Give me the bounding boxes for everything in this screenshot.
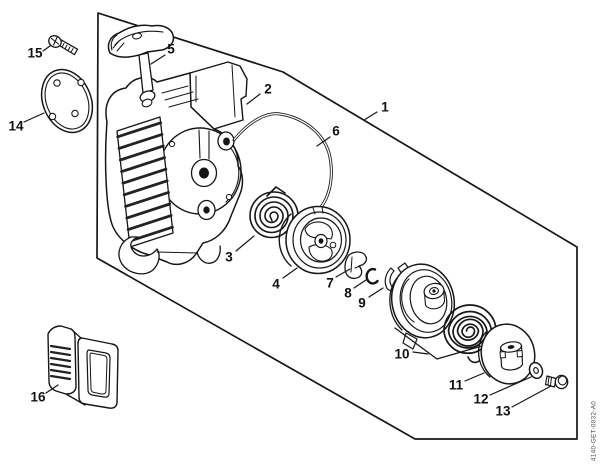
part-housing-2: [104, 61, 248, 275]
callout-9-leader: [368, 287, 384, 298]
callout-4-label: 4: [272, 277, 280, 292]
part-air-guide-16: [47, 325, 119, 409]
callout-11-label: 11: [449, 378, 464, 393]
callout-1-leader: [363, 111, 378, 121]
part-cover-disc-11: [477, 323, 536, 385]
part-cover-plate-14: [40, 68, 94, 134]
callout-7-label: 7: [326, 276, 334, 291]
callout-7-leader: [335, 268, 351, 278]
grille-slats: [116, 121, 174, 243]
part-starter-rope-6: [232, 112, 333, 209]
housing-grille: [116, 116, 174, 248]
callout-5-leader: [150, 54, 166, 65]
part-rewind-spring-3: [249, 186, 299, 239]
callout-6-label: 6: [332, 124, 340, 139]
callout-15-label: 15: [27, 46, 43, 61]
callout-15: 15: [27, 45, 51, 61]
callout-6: 6: [316, 124, 340, 147]
part-starter-grip-5: [107, 24, 175, 108]
callout-13-leader: [511, 385, 552, 408]
doc-code-label: 4140-GET-0032-A0: [591, 401, 598, 461]
callout-5: 5: [150, 42, 175, 65]
callout-10-label: 10: [394, 347, 409, 362]
grip-handle: [107, 24, 175, 58]
callout-3-leader: [235, 235, 255, 252]
part-rope-rotor-4: [278, 205, 351, 275]
callout-16-label: 16: [30, 390, 46, 405]
callout-9-label: 9: [358, 296, 366, 311]
callout-2-leader: [246, 93, 261, 105]
callout-13-label: 13: [495, 404, 511, 419]
callout-10: 10: [394, 347, 429, 362]
rewind-coil: [443, 304, 497, 355]
callout-14-label: 14: [8, 119, 24, 134]
callout-11-leader: [464, 372, 485, 382]
callout-2: 2: [246, 82, 272, 105]
callout-14-leader: [23, 112, 45, 123]
callout-16: 16: [30, 384, 59, 405]
air-guide-louvers: [49, 344, 72, 381]
callout-3-label: 3: [225, 250, 233, 265]
callout-16-leader: [45, 384, 59, 394]
callout-12-leader: [489, 376, 532, 396]
figure-frame: [96, 12, 578, 440]
part-pawl-spring-9: [384, 267, 395, 292]
callout-4-leader: [282, 267, 298, 279]
callout-8-leader: [353, 279, 367, 289]
callout-15-leader: [42, 45, 51, 52]
callout-7: 7: [326, 268, 351, 291]
callout-14: 14: [8, 112, 45, 134]
part-screw-15: [48, 35, 79, 56]
callout-12: 12: [473, 376, 532, 407]
callout-5-label: 5: [167, 42, 175, 57]
callout-1-label: 1: [381, 100, 389, 115]
part-washer-12: [528, 361, 544, 380]
housing-foot-left: [118, 236, 160, 275]
callout-9: 9: [358, 287, 384, 311]
callout-2-label: 2: [264, 82, 272, 97]
callout-11: 11: [449, 372, 485, 393]
part-pawl-7: [344, 251, 368, 280]
callout-8: 8: [344, 279, 367, 301]
part-starter-cup-assembly-10: [389, 262, 500, 364]
callout-13: 13: [495, 385, 552, 419]
housing-foot-right: [196, 245, 221, 264]
part-clip-washer-8: [365, 267, 379, 285]
callout-12-label: 12: [473, 392, 488, 407]
callout-10-leader: [412, 351, 429, 355]
starter-cup: [390, 263, 456, 339]
callout-3: 3: [225, 235, 255, 265]
callout-4: 4: [272, 267, 298, 292]
callout-6-leader: [316, 136, 331, 147]
part-screw-13: [544, 374, 569, 390]
callout-8-label: 8: [344, 286, 352, 301]
callouts: 1 2 3 4 5 6 7 8: [8, 42, 552, 419]
callout-1: 1: [363, 100, 389, 121]
